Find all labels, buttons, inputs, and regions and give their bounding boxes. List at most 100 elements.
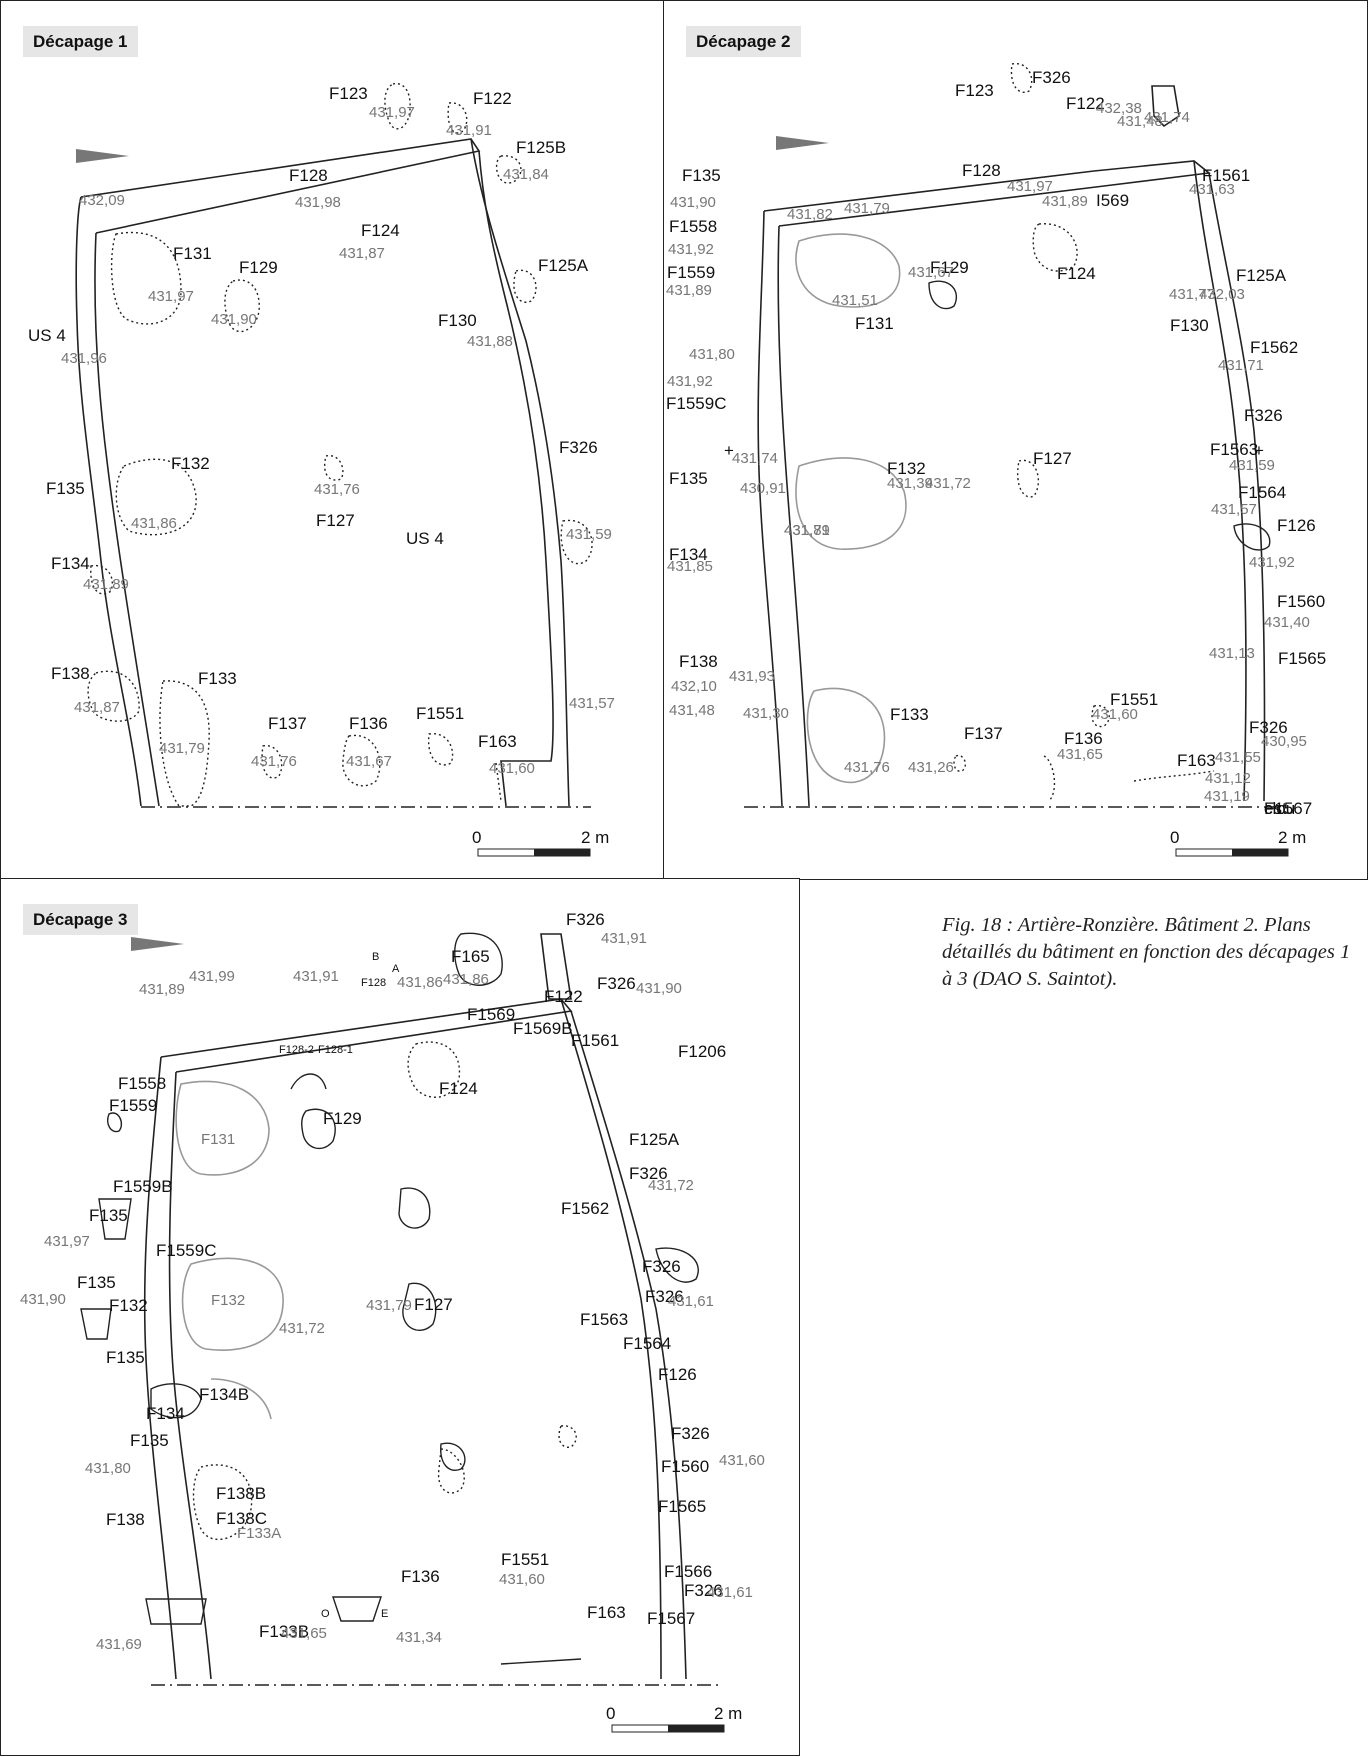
feature-outline [495,155,522,184]
feature-label: clou [1264,799,1295,818]
section-label: O [321,1608,330,1620]
feature-label: F123 [329,84,368,103]
feature-label: F1206 [678,1042,726,1061]
feature-label: F165 [451,947,490,966]
feature-label: F135 [682,166,721,185]
feature-label: F128 [962,161,1001,180]
feature-label: F326 [642,1257,681,1276]
section-label: F128-1 [318,1044,353,1056]
feature-label: I569 [1096,191,1129,210]
feature-outline [150,1383,202,1419]
altitude-labels: 431,97431,91431,84431,98432,09431,87431,… [61,104,615,777]
wall [94,232,160,807]
altitude-label: 431,86 [131,515,177,532]
section-label: F128 [361,977,386,989]
altitude-label: 431,87 [74,699,120,716]
feature-label: F125A [629,1130,680,1149]
feature-outline [98,1198,132,1240]
altitude-label: 431,60 [719,1452,765,1469]
feature-outline [495,762,502,802]
feature-label: F122 [544,987,583,1006]
altitude-label: 430,95 [1261,733,1307,750]
plan-decapage-3: F326F165F122F326F1569F1569BF1561F1558F12… [20,910,765,1733]
altitude-label: 432,38 [1096,100,1142,117]
altitude-label: 431,67 [908,264,954,281]
altitude-label: 431,63 [1189,181,1235,198]
altitude-label: 431,74 [1144,109,1190,126]
altitude-label: 431,91 [293,968,339,985]
feature-label: F131 [173,244,212,263]
feature-outline [1091,705,1110,728]
altitude-label: 431,61 [668,1293,714,1310]
altitude-label: 431,57 [569,695,615,712]
panel-title: Décapage 1 [23,26,138,57]
feature-label: F326 [684,1581,723,1600]
altitude-label: 431,51 [832,292,878,309]
feature-label: F136 [349,714,388,733]
panel-title: Décapage 3 [23,904,138,935]
feature-label: F132 [887,459,926,478]
scale-bar: 0 2 m [472,828,609,857]
feature-label: F138C [216,1509,267,1528]
altitude-label: 431,13 [1209,645,1255,662]
altitude-label: 432,10 [671,678,717,695]
section-label: F128-2 [279,1044,314,1056]
wall [763,160,1211,227]
feature-label: F130 [1170,316,1209,335]
wall [1208,172,1266,802]
altitude-label: 431,85 [667,558,713,575]
altitude-label: 431,72 [925,475,971,492]
feature-label: F126 [1277,516,1316,535]
feature-label: F135 [130,1431,169,1450]
altitude-label: 431,80 [85,1460,131,1477]
wall [560,998,662,1680]
feature-label: F129 [239,258,278,277]
feature-outline [398,1187,431,1229]
feature-label: F131 [201,1131,235,1148]
wall [75,196,142,807]
altitude-label: 431,91 [446,122,492,139]
altitude-label: 431,59 [1229,457,1275,474]
feature-outline [192,1464,253,1540]
feature-outline [427,733,454,766]
feature-label: F326 [1244,406,1283,425]
feature-label: US 4 [406,529,444,548]
wall [478,150,554,807]
altitude-label: 431,86 [397,974,443,991]
altitude-label: 431,92 [668,241,714,258]
feature-label: F125A [1236,266,1287,285]
altitude-label: 431,89 [666,282,712,299]
feature-label: F126 [658,1365,697,1384]
feature-label: F133 [198,669,237,688]
feature-outline [107,1112,123,1133]
feature-label: F1566 [664,1562,712,1581]
feature-label: F1563 [580,1310,628,1329]
feature-outline [145,1598,207,1625]
feature-label: F1559B [113,1177,173,1196]
altitude-label: 431,12 [1205,770,1251,787]
feature-label: F1564 [1238,483,1286,502]
scale-bar: 0 2 m [1170,828,1306,857]
feature-outline [407,1041,461,1098]
altitude-label: 431,59 [566,526,612,543]
altitude-label: 431,40 [1264,614,1310,631]
scale-bar: 0 2 m [606,1704,742,1733]
altitude-label: 431,72 [648,1177,694,1194]
wall [1151,85,1180,128]
altitude-label: 431,79 [366,1297,412,1314]
feature-labels: F326F165F122F326F1569F1569BF1561F1558F12… [77,910,726,1641]
feature-label: F326 [1032,68,1071,87]
altitude-label: 431,61 [707,1584,753,1601]
feature-label: F1562 [1250,338,1298,357]
altitude-label: 431,98 [295,194,341,211]
feature-outline [1043,755,1056,802]
feature-outline [1233,523,1271,551]
feature-label: F127 [1033,449,1072,468]
feature-outline [175,1080,270,1176]
feature-label: F134 [51,554,90,573]
